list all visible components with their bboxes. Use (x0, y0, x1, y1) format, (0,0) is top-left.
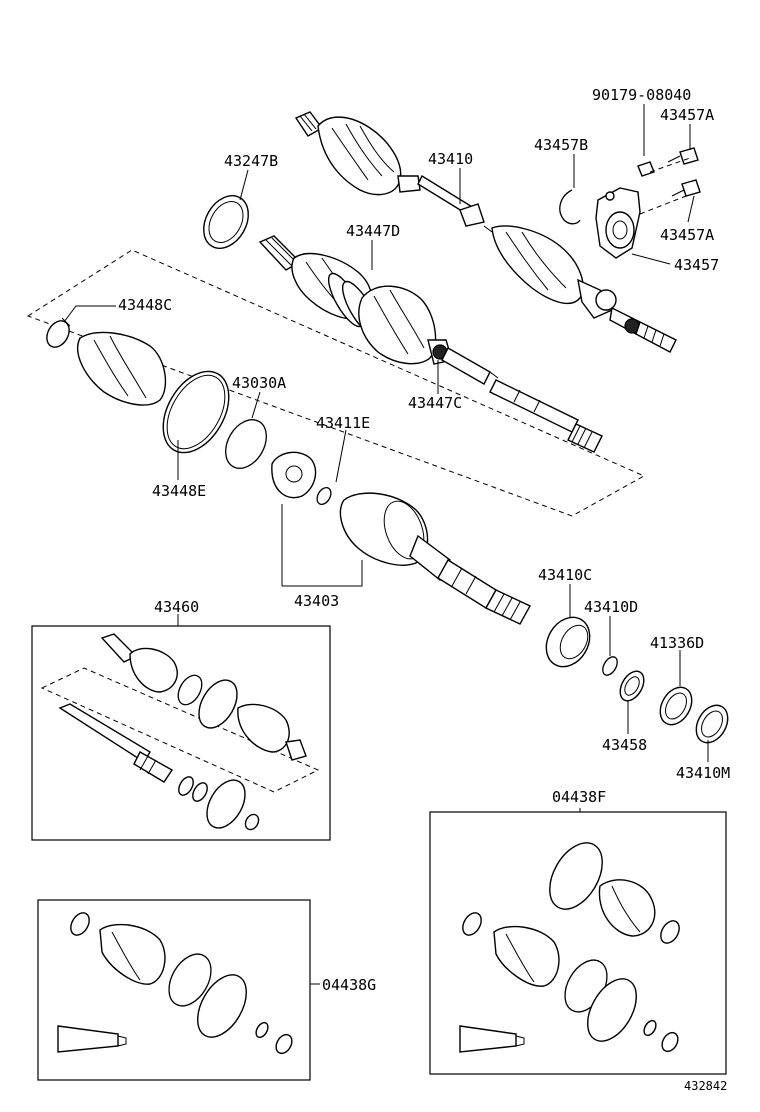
outer-joint-housing (339, 492, 531, 625)
ring-43247b (203, 195, 249, 249)
label-90179-08040: 90179-08040 (592, 86, 691, 104)
tripod-joint (271, 451, 332, 506)
box-43460-dashed (40, 667, 320, 793)
label-43460: 43460 (154, 598, 199, 616)
label-43447d: 43447D (346, 222, 400, 240)
axle-shaft-assembly-upper (294, 111, 677, 353)
label-43457a-top: 43457A (660, 106, 714, 124)
dashed-group-outline (26, 249, 646, 517)
axle-shaft-assembly-main (258, 235, 603, 453)
kit-43460-parts (58, 633, 307, 831)
label-43030a: 43030A (232, 374, 286, 392)
bearing-stack (545, 616, 729, 744)
label-04438f: 04438F (552, 788, 606, 806)
box-43460 (31, 625, 331, 841)
label-43457b: 43457B (534, 136, 588, 154)
kit-04438g-parts (57, 912, 293, 1055)
label-41336d: 41336D (650, 634, 704, 652)
inner-boot-kit (46, 317, 267, 469)
box-04438g (37, 899, 311, 1081)
label-04438g: 04438G (322, 976, 376, 994)
leader-lines (63, 104, 709, 985)
label-43448e: 43448E (152, 482, 206, 500)
bearing-bracket (559, 147, 701, 259)
label-43457: 43457 (674, 256, 719, 274)
label-43410c: 43410C (538, 566, 592, 584)
label-43447c: 43447C (408, 394, 462, 412)
label-43410: 43410 (428, 150, 473, 168)
label-43457a-bottom: 43457A (660, 226, 714, 244)
label-43411e: 43411E (316, 414, 370, 432)
kit-04438f-parts (459, 842, 680, 1053)
label-43403: 43403 (294, 592, 339, 610)
figure-code: 432842 (684, 1079, 727, 1093)
label-43448c: 43448C (118, 296, 172, 314)
box-04438f (429, 811, 727, 1075)
label-43247b: 43247B (224, 152, 278, 170)
label-43458: 43458 (602, 736, 647, 754)
label-43410d: 43410D (584, 598, 638, 616)
label-43410m: 43410M (676, 764, 730, 782)
